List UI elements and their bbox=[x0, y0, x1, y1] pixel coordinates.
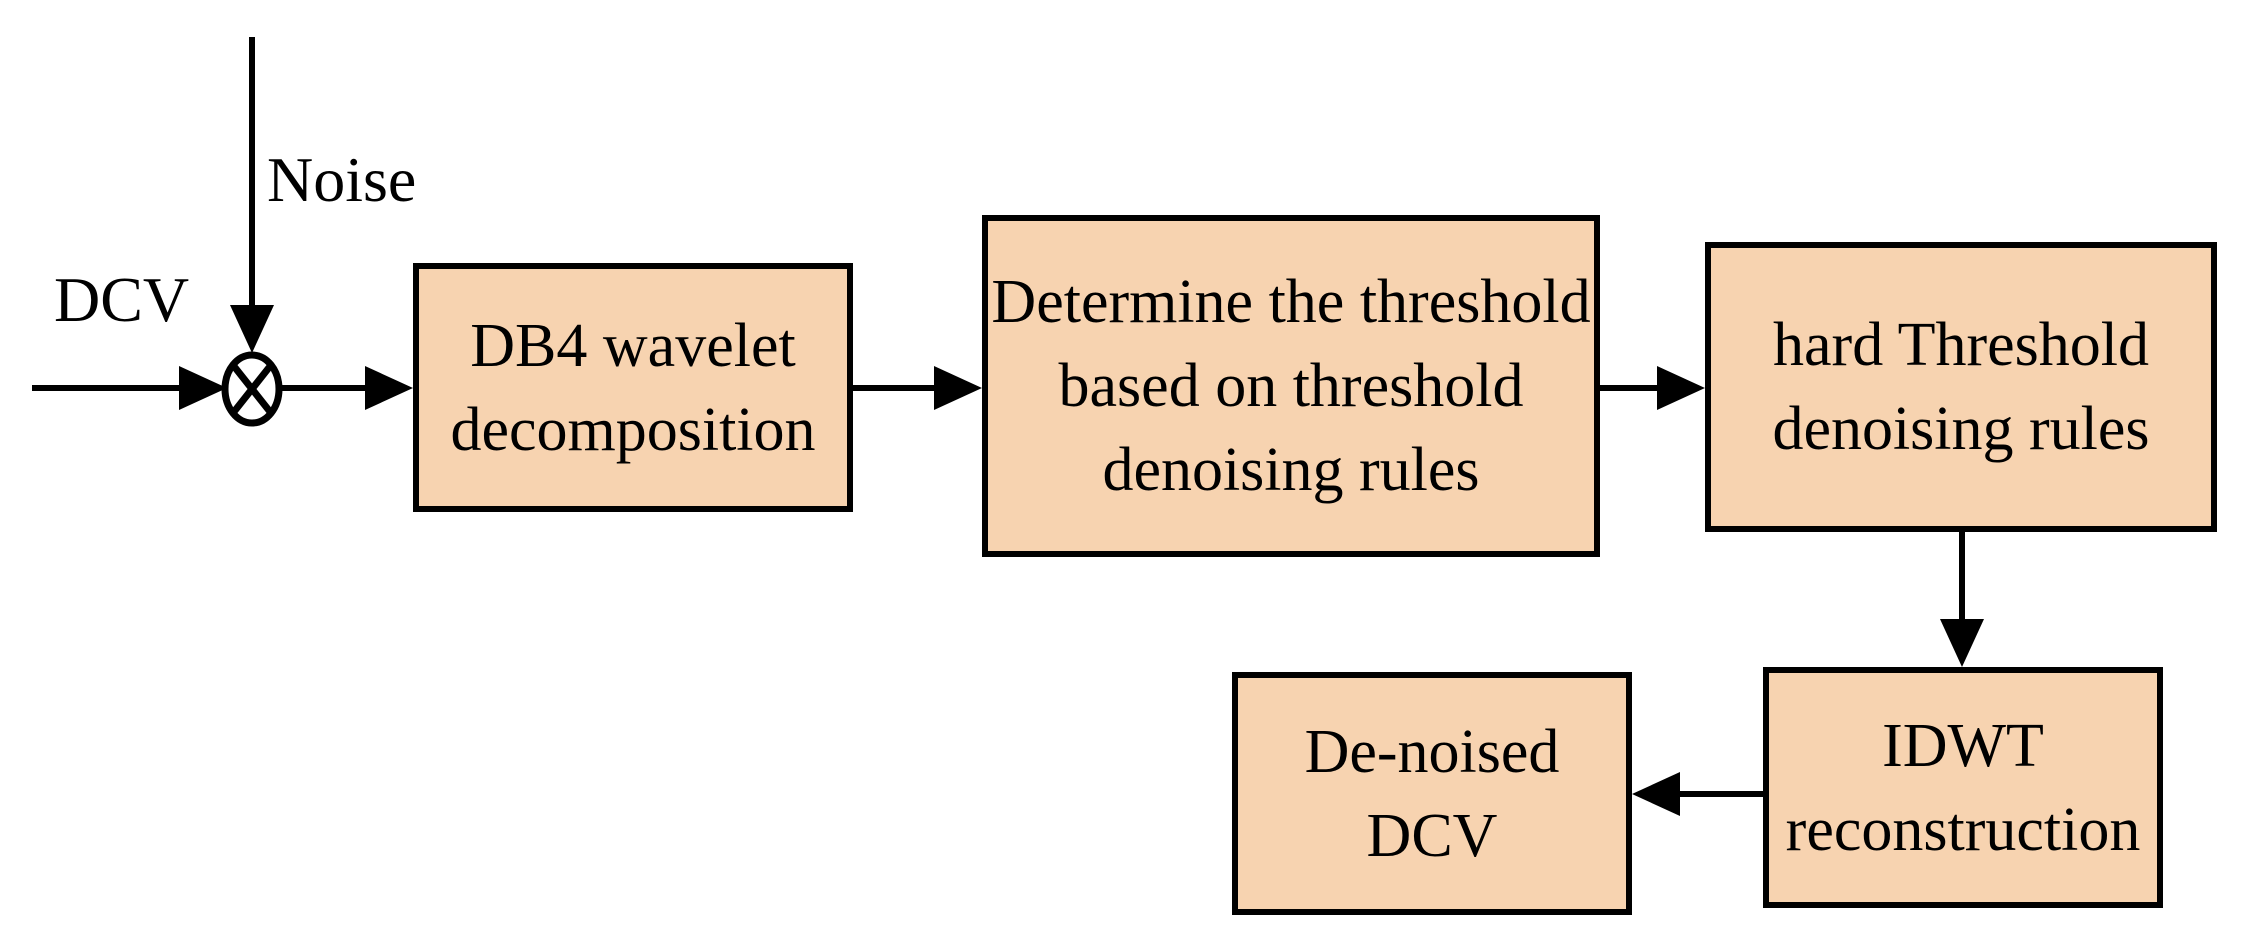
determine-to-hard-arrow bbox=[1600, 366, 1705, 410]
box-determine-label: Determine the threshold based on thresho… bbox=[991, 268, 1591, 504]
box-hard-threshold-rules: hard Threshold denoising rules bbox=[1705, 242, 2217, 532]
dcv-input-arrow bbox=[32, 366, 227, 410]
db4-to-determine-arrow bbox=[853, 366, 982, 410]
hard-to-idwt-arrow bbox=[1940, 532, 1984, 667]
box-idwt-label: IDWT reconstruction bbox=[1785, 711, 2141, 864]
multiply-junction-icon bbox=[221, 351, 283, 427]
dcv-input-label: DCV bbox=[54, 264, 190, 335]
box-denoised-dcv: De-noised DCV bbox=[1232, 672, 1632, 915]
box-idwt-reconstruction: IDWT reconstruction bbox=[1763, 667, 2163, 908]
box-denoised-label: De-noised DCV bbox=[1304, 717, 1560, 870]
box-determine-threshold: Determine the threshold based on thresho… bbox=[982, 215, 1600, 557]
idwt-to-denoised-arrow bbox=[1632, 772, 1763, 816]
noise-input-label: Noise bbox=[267, 144, 417, 215]
box-db4-wavelet-decomposition: DB4 wavelet decomposition bbox=[413, 263, 853, 512]
box-db4-label: DB4 wavelet decomposition bbox=[450, 311, 816, 464]
junction-to-db4-arrow bbox=[279, 366, 413, 410]
noise-input-arrow bbox=[230, 37, 274, 353]
box-hard-label: hard Threshold denoising rules bbox=[1772, 311, 2150, 463]
